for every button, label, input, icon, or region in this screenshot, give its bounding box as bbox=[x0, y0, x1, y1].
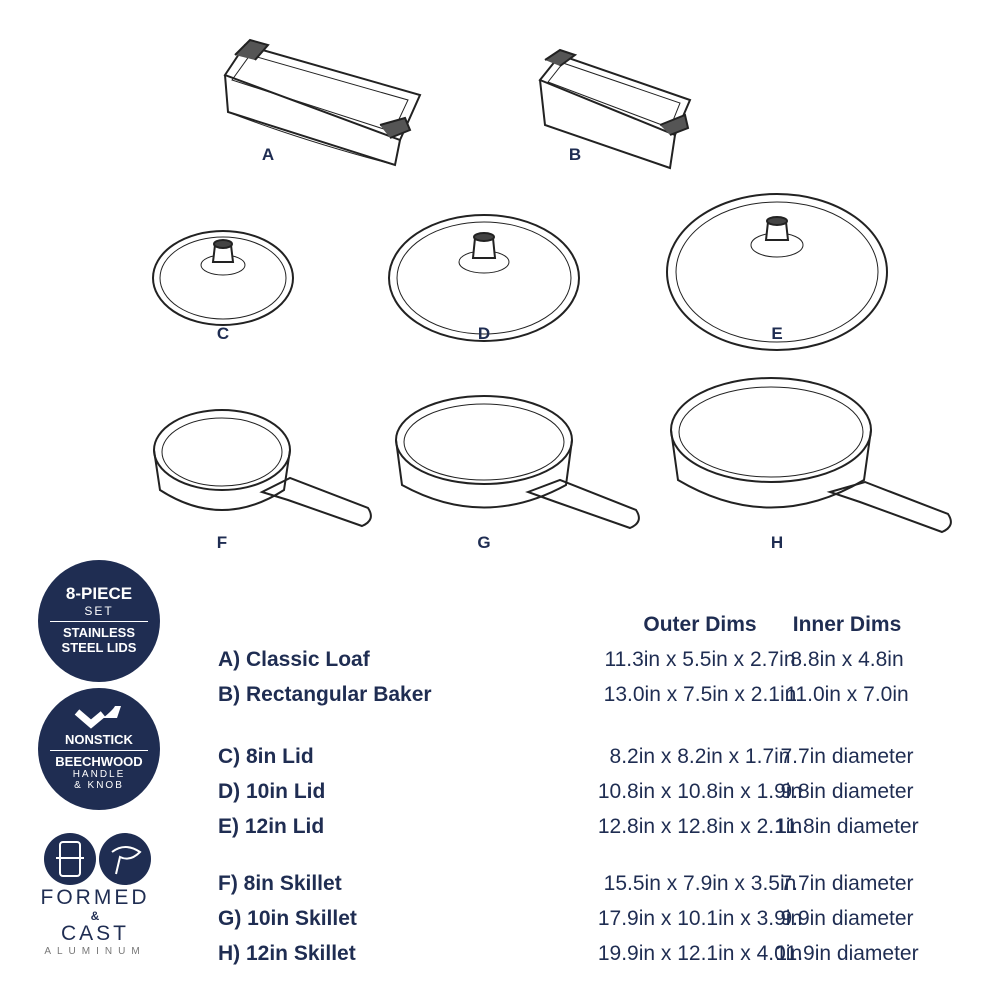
badge-title: NONSTICK bbox=[65, 732, 133, 747]
outer-dims: 13.0in x 7.5in x 2.1in bbox=[603, 683, 797, 706]
badge-line: & KNOB bbox=[74, 780, 124, 791]
item-name: B) Rectangular Baker bbox=[218, 683, 432, 706]
formed-text: FORMED bbox=[40, 886, 150, 909]
badge-subtitle: SET bbox=[84, 604, 114, 618]
outer-dims-header: Outer Dims bbox=[643, 613, 757, 636]
inner-dims: 11.8in diameter bbox=[775, 815, 919, 838]
item-letter-g: G bbox=[477, 533, 491, 552]
formed-cast-aluminum-badge: FORMED & CAST ALUMINUM bbox=[30, 832, 160, 957]
item-name: E) 12in Lid bbox=[218, 815, 325, 838]
outer-dims: 19.9in x 12.1in x 4.0in bbox=[597, 942, 803, 965]
formed-cast-icons bbox=[30, 832, 160, 886]
table-row: B) Rectangular Baker 13.0in x 7.5in x 2.1… bbox=[218, 683, 958, 713]
outer-dims: 10.8in x 10.8in x 1.9in bbox=[597, 780, 803, 803]
item-letter-f: F bbox=[216, 533, 228, 552]
cast-text: CAST bbox=[60, 922, 129, 945]
outer-dims: 17.9in x 10.1in x 3.9in bbox=[597, 907, 803, 930]
badge-line: STEEL LIDS bbox=[61, 640, 137, 655]
inner-dims: 9.8in diameter bbox=[780, 780, 914, 803]
item-name: H) 12in Skillet bbox=[218, 942, 356, 965]
inner-dims: 9.9in diameter bbox=[780, 907, 914, 930]
item-name: G) 10in Skillet bbox=[218, 907, 357, 930]
inner-dims: 11.9in diameter bbox=[775, 942, 919, 965]
inner-dims: 7.7in diameter bbox=[780, 872, 914, 895]
badge-title: 8-PIECE bbox=[65, 584, 133, 603]
item-name: C) 8in Lid bbox=[218, 745, 314, 768]
inner-dims: 11.0in x 7.0in bbox=[785, 683, 909, 706]
eight-piece-set-badge: 8-PIECE SET STAINLESS STEEL LIDS bbox=[38, 560, 160, 682]
outer-dims: 15.5in x 7.9in x 3.5in bbox=[603, 872, 797, 895]
classic-loaf-drawing bbox=[223, 38, 422, 167]
item-name: A) Classic Loaf bbox=[218, 648, 370, 671]
item-letter-c: C bbox=[216, 324, 230, 343]
badge-line: STAINLESS bbox=[63, 625, 135, 640]
inner-dims-header: Inner Dims bbox=[792, 613, 902, 636]
rectangular-baker-drawing bbox=[538, 48, 692, 170]
item-letter-d: D bbox=[477, 324, 491, 343]
table-header: Outer Dims Inner Dims bbox=[218, 613, 958, 643]
inner-dims: 7.7in diameter bbox=[780, 745, 914, 768]
item-letter-b: B bbox=[568, 145, 582, 164]
outer-dims: 8.2in x 8.2in x 1.7in bbox=[609, 745, 791, 768]
nonstick-beechwood-badge: NONSTICK BEECHWOOD HANDLE & KNOB bbox=[38, 688, 160, 810]
outer-dims: 12.8in x 12.8in x 2.1in bbox=[597, 815, 803, 838]
lid-drawings bbox=[152, 193, 888, 351]
badge-line: BEECHWOOD bbox=[55, 754, 143, 769]
nonstick-arrow-icon bbox=[38, 688, 160, 732]
ampersand-text: & bbox=[90, 909, 100, 923]
outer-dims: 11.3in x 5.5in x 2.7in bbox=[604, 648, 796, 671]
aluminum-text: ALUMINUM bbox=[44, 946, 146, 957]
inner-dims: 8.8in x 4.8in bbox=[790, 648, 904, 671]
item-letter-h: H bbox=[770, 533, 784, 552]
item-letter-e: E bbox=[771, 324, 783, 343]
item-name: F) 8in Skillet bbox=[218, 872, 342, 895]
skillet-drawings bbox=[153, 377, 952, 534]
badge-line: HANDLE bbox=[72, 769, 126, 780]
item-name: D) 10in Lid bbox=[218, 780, 326, 803]
item-letter-a: A bbox=[261, 145, 275, 164]
